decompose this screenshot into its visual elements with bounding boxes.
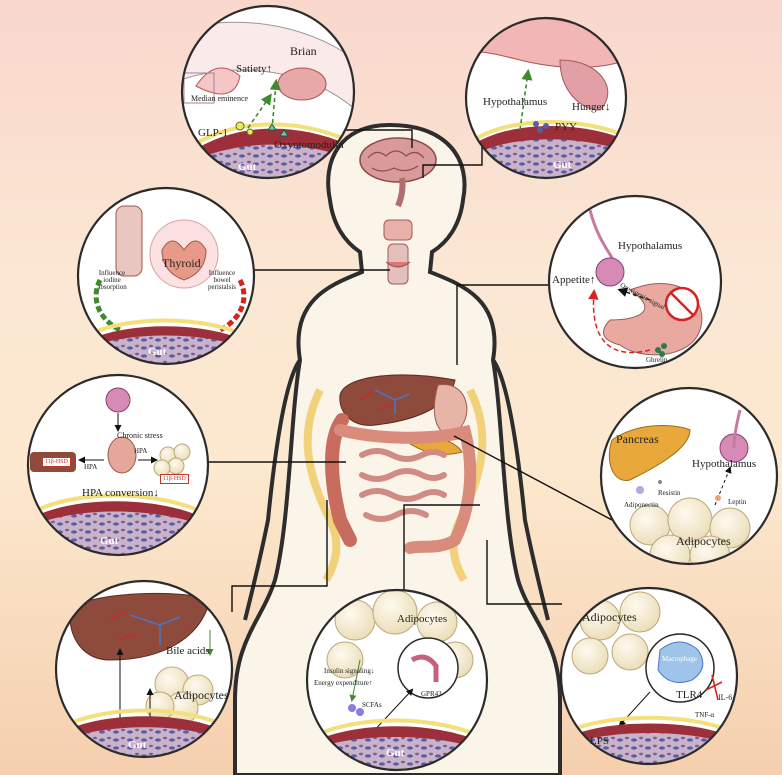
thyroid-label: Thyroid — [162, 256, 201, 270]
adipocytes-label-8: Adipocytes — [397, 613, 448, 625]
resistin-label: Resistin — [658, 489, 681, 497]
chronic-stress-label: Chronic stress — [117, 431, 163, 440]
brain-icon — [359, 137, 437, 208]
gut-label-1: Gut — [238, 161, 257, 173]
pyy-label: PYY — [555, 121, 578, 133]
tnf-label: TNF-α — [695, 711, 715, 719]
organs-icon — [325, 374, 477, 554]
insulin-label: Insulin signaling↓ — [324, 667, 375, 675]
scfas-label: SCFAs — [362, 701, 382, 709]
il6-label: IL-6 — [718, 693, 733, 702]
gut-label-5: Gut — [100, 535, 119, 547]
pancreas-label: Pancreas — [616, 432, 659, 446]
hunger-label: Hunger↓ — [572, 101, 611, 113]
adiponectin-label: Adiponectin — [624, 501, 659, 509]
hsd-left-box: 11β-HSD — [42, 457, 71, 467]
ghrelin-label: Ghrelin — [646, 356, 668, 364]
throat-icon — [383, 219, 413, 285]
adipocytes-label-7: Adipocytes — [174, 688, 229, 702]
gpr43-label: GPR43 — [421, 690, 442, 698]
macrophage-label: Macrophage — [662, 655, 697, 663]
lps-label: LPS — [590, 735, 609, 747]
energy-label: Energy expenditure↑ — [314, 679, 373, 687]
adipocytes-label-9: Adipocytes — [582, 610, 637, 624]
hypothalamus-label-4: Hypothalamus — [618, 240, 683, 252]
leptin-label: Leptin — [728, 498, 747, 506]
appetite-label: Appetite↑ — [552, 274, 596, 286]
brain-label: Brian — [290, 44, 317, 58]
hypothalamus-label-2: Hypothalamus — [483, 96, 548, 108]
iodine-label: Influence iodine absorption — [97, 269, 127, 291]
median-eminence-label: Median eminence — [191, 94, 249, 103]
hypothalamus-label-6: Hypothalamus — [692, 458, 757, 470]
peristalsis-label: Influence bowel peristalsis — [208, 269, 236, 291]
glp1-label: GLP-1 — [198, 127, 228, 139]
hsd-right-box: 11β-HSD — [160, 474, 189, 484]
bile-acids-label: Bile acids — [166, 645, 210, 657]
adipocytes-label-6: Adipocytes — [676, 534, 731, 548]
hpa-label-1: HPA — [84, 463, 98, 471]
tlr4-label: TLR4 — [676, 689, 703, 701]
hpa-conversion-label: HPA conversion↓ — [82, 487, 159, 499]
gut-label-3: Gut — [148, 346, 167, 358]
satiety-label: Satiety↑ — [236, 63, 273, 75]
gut-label-2: Gut — [553, 159, 572, 171]
hpa-label-2: HPA — [134, 447, 148, 455]
gut-label-7: Gut — [128, 739, 147, 751]
oxyntomodulin-label: Oxyntomodulin — [274, 139, 344, 151]
gut-label-8: Gut — [386, 747, 405, 759]
